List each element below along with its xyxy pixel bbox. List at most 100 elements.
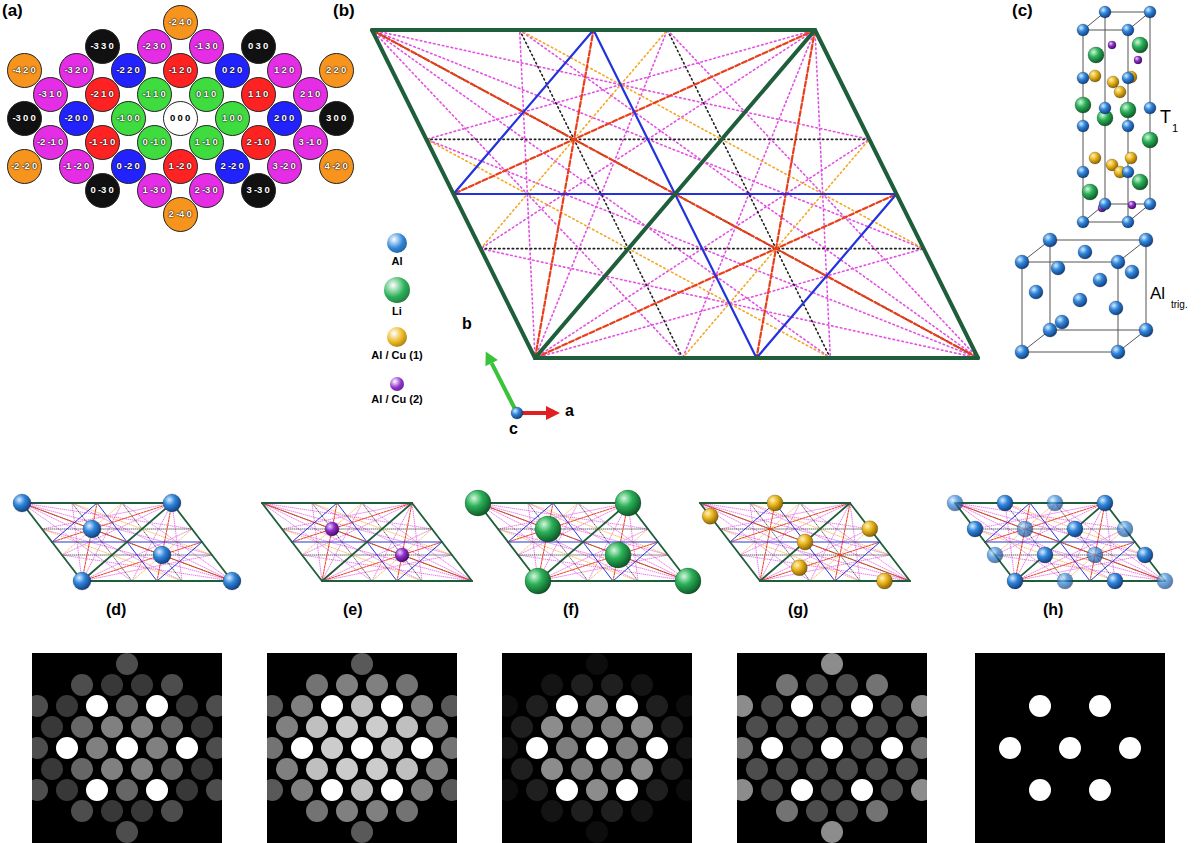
cell-edge — [1022, 352, 1118, 353]
diffraction-spot — [571, 758, 593, 780]
atom-sphere — [1077, 166, 1089, 178]
diffraction-spot — [441, 695, 463, 717]
diffraction-spot — [131, 716, 153, 738]
atom-sphere — [1122, 216, 1134, 228]
diffraction-spot — [821, 653, 843, 675]
dotted-line — [975, 529, 1165, 581]
atom-sphere — [877, 573, 893, 589]
diffraction-spot — [336, 674, 358, 696]
atom-sphere — [1114, 86, 1126, 98]
diffraction-spot — [866, 800, 888, 822]
atom-sphere — [767, 495, 783, 511]
atom-sphere — [1043, 323, 1057, 337]
panel-label: a — [565, 403, 574, 419]
atom-sphere — [1055, 315, 1069, 329]
diffraction-spot — [441, 737, 463, 759]
panel-label: (a) — [2, 2, 23, 19]
solid-line — [454, 193, 676, 195]
atom-sphere — [535, 516, 561, 542]
miller-index: 1 0 0 — [222, 113, 242, 123]
atom-sphere — [1139, 323, 1153, 337]
atom-sphere — [1088, 47, 1104, 63]
cell-edge — [1105, 503, 1165, 581]
atom-sphere — [223, 572, 241, 590]
miller-index: -1 1 0 — [142, 89, 165, 99]
diffraction-spot — [586, 653, 608, 675]
diffraction-spot — [291, 779, 313, 801]
panel-label: c — [509, 421, 518, 437]
diffraction-spot — [541, 758, 563, 780]
miller-index: 1 1 0 — [248, 89, 268, 99]
diffraction-spot — [866, 716, 888, 738]
diffraction-spot — [176, 737, 198, 759]
diffraction-spot — [86, 779, 108, 801]
miller-index: -1 -1 0 — [89, 137, 115, 147]
diffraction-spot — [556, 779, 578, 801]
diffraction-spot — [586, 737, 608, 759]
diffraction-spot — [731, 779, 753, 801]
diffraction-spot — [746, 758, 768, 780]
diffraction-spot — [116, 821, 138, 843]
cell-edge — [1050, 240, 1051, 330]
miller-index: -1 -2 0 — [63, 161, 89, 171]
atom-sphere — [1043, 233, 1057, 247]
diffraction-spot — [86, 737, 108, 759]
solid-line — [985, 542, 1060, 543]
atom-sphere — [1097, 495, 1113, 511]
atom-sphere — [1067, 521, 1083, 537]
miller-index: -2 2 0 — [116, 65, 139, 75]
diffraction-spot — [176, 695, 198, 717]
diffraction-spot — [261, 737, 283, 759]
cell-edge — [1022, 262, 1118, 263]
atom-sphere — [967, 521, 983, 537]
dotted-line — [22, 503, 132, 581]
diffraction-spot — [631, 800, 653, 822]
diffraction-spot — [661, 758, 683, 780]
cell-edge — [478, 502, 628, 504]
atom-sphere — [1111, 345, 1125, 359]
diffraction-spot — [496, 737, 518, 759]
atom-sphere — [1078, 245, 1092, 259]
crystal-cell — [1075, 6, 1158, 228]
atom-sphere — [1077, 72, 1089, 84]
miller-index: 3 -2 0 — [272, 161, 295, 171]
diffraction-spot — [836, 674, 858, 696]
miller-index: -3 3 0 — [90, 41, 113, 51]
atom-sphere — [1122, 24, 1134, 36]
diffraction-spot — [161, 800, 183, 822]
cell-edge — [1015, 580, 1165, 582]
atom-sphere — [1099, 198, 1111, 210]
cell-edge — [700, 503, 760, 581]
diffraction-spot — [366, 716, 388, 738]
cell-edge — [1105, 204, 1150, 205]
dotted-line — [262, 503, 452, 555]
atom-sphere — [1077, 120, 1089, 132]
dashed-line — [730, 503, 850, 542]
atom-sphere — [797, 534, 813, 550]
diffraction-spot — [161, 758, 183, 780]
dotted-line — [262, 503, 472, 581]
cell-edge — [1083, 222, 1128, 223]
cell-edge — [172, 503, 232, 581]
dotted-line — [426, 139, 978, 358]
legend-swatch — [390, 377, 404, 391]
diffraction-spot — [821, 737, 843, 759]
diffraction-spot — [116, 695, 138, 717]
miller-index: -2 -2 0 — [11, 161, 37, 171]
atom-sphere — [1077, 216, 1089, 228]
diffraction-spot — [306, 800, 328, 822]
atom-sphere — [1125, 152, 1137, 164]
atom-sphere — [465, 490, 491, 516]
diffraction-spot — [541, 674, 563, 696]
panel-label: (c) — [1012, 2, 1033, 19]
miller-index: -1 3 0 — [194, 41, 217, 51]
diffraction-spot — [41, 758, 63, 780]
atom-sphere — [1132, 174, 1148, 190]
atom-sphere — [791, 560, 807, 576]
diffraction-spot — [306, 758, 328, 780]
diffraction-spot — [306, 716, 328, 738]
solid-line — [52, 542, 127, 543]
dotted-line — [372, 30, 683, 358]
diffraction-spot — [631, 716, 653, 738]
cell-edge — [1050, 330, 1146, 331]
